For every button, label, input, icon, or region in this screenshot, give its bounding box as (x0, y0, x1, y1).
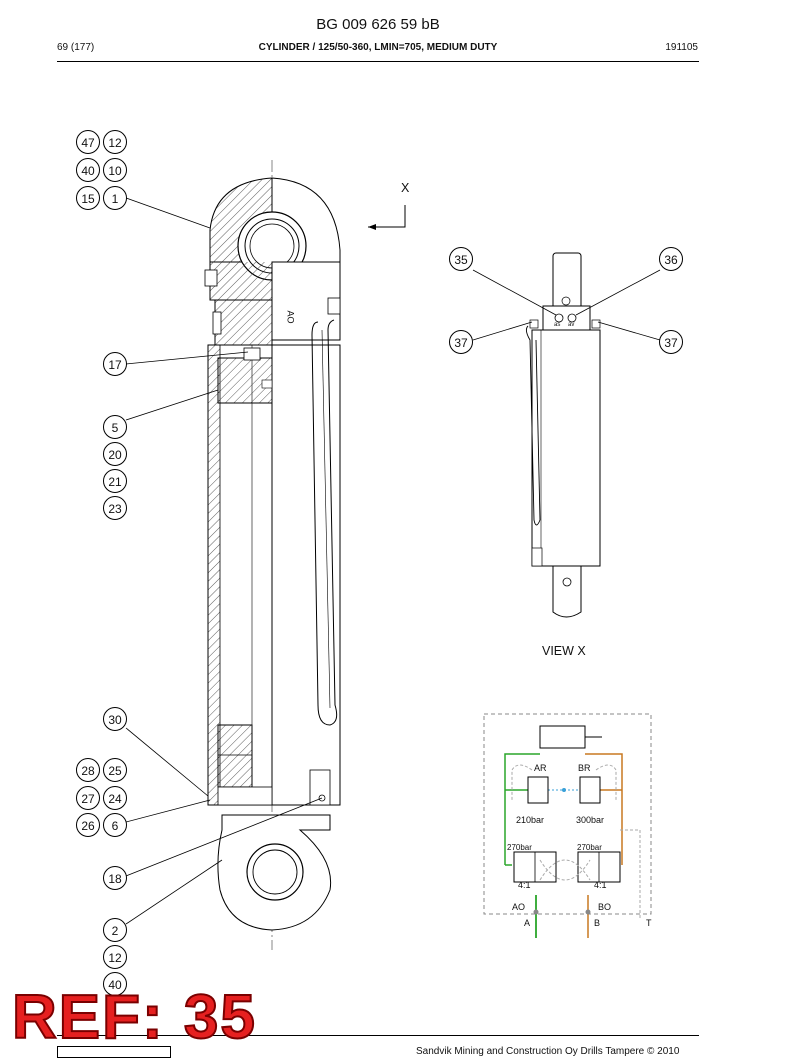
balloon-40: 40 (76, 158, 100, 182)
balloon-18: 18 (103, 866, 127, 890)
balloon-25: 25 (103, 758, 127, 782)
balloon-36: 36 (659, 247, 683, 271)
balloon-1: 1 (103, 186, 127, 210)
hyd-label-210bar: 210bar (516, 815, 545, 825)
balloon-21: 21 (103, 469, 127, 493)
hyd-label-270bar-left: 270bar (507, 843, 532, 852)
balloon-10: 10 (103, 158, 127, 182)
balloon-2: 2 (103, 918, 127, 942)
hyd-label-ao: AO (512, 902, 526, 912)
balloon-37-left: 37 (449, 330, 473, 354)
hyd-label-a: A (524, 918, 531, 928)
balloon-23: 23 (103, 496, 127, 520)
balloon-30: 30 (103, 707, 127, 731)
port-label-as: as (554, 322, 561, 328)
doc-number: BG 009 626 59 bB (316, 16, 440, 33)
footer-rule (57, 1035, 699, 1036)
balloon-40-bottom: 40 (103, 972, 127, 996)
balloon-12-bottom: 12 (103, 945, 127, 969)
port-label-ao: AO (285, 310, 296, 324)
view-x-label: VIEW X (542, 644, 586, 658)
balloon-35: 35 (449, 247, 473, 271)
x-marker: X (401, 181, 410, 195)
balloon-12: 12 (103, 130, 127, 154)
hyd-label-b: B (594, 918, 601, 928)
balloon-5: 5 (103, 415, 127, 439)
hyd-label-300bar: 300bar (576, 815, 605, 825)
balloon-15: 15 (76, 186, 100, 210)
balloon-27: 27 (76, 786, 100, 810)
balloon-17: 17 (103, 352, 127, 376)
port-label-av: av (568, 322, 575, 328)
copyright: Sandvik Mining and Construction Oy Drill… (416, 1046, 680, 1057)
balloon-6: 6 (103, 813, 127, 837)
hyd-label-ratio-left: 4:1 (518, 880, 531, 890)
page-number: 69 (177) (57, 42, 95, 53)
hyd-label-ratio-right: 4:1 (594, 880, 607, 890)
header-rule (57, 61, 699, 62)
ref-stamp: REF: 35 (11, 982, 257, 1053)
hyd-label-bo: BO (598, 902, 612, 912)
balloon-28: 28 (76, 758, 100, 782)
balloon-26: 26 (76, 813, 100, 837)
balloon-20: 20 (103, 442, 127, 466)
balloon-24: 24 (103, 786, 127, 810)
hyd-label-ar: AR (534, 763, 547, 773)
doc-title: CYLINDER / 125/50-360, LMIN=705, MEDIUM … (258, 42, 498, 53)
balloon-47: 47 (76, 130, 100, 154)
hyd-label-270bar-right: 270bar (577, 843, 602, 852)
hyd-label-t: T (646, 918, 652, 928)
hyd-label-br: BR (578, 763, 591, 773)
doc-date: 191105 (665, 42, 698, 53)
balloon-37-right: 37 (659, 330, 683, 354)
